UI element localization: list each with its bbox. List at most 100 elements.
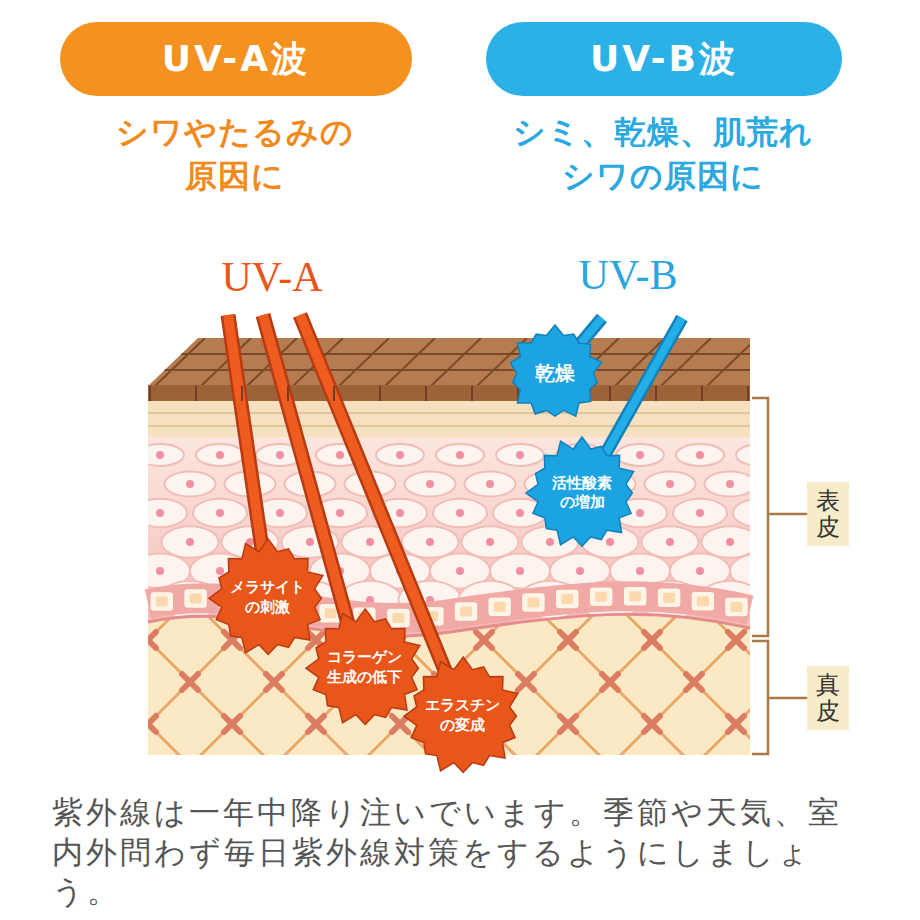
skin-cell [165,471,216,496]
skin-cell [676,444,724,466]
burst-outline [209,539,323,654]
skin-cell [433,499,487,527]
skin-cell [705,471,751,496]
header-text: UV-A波 [162,35,310,84]
skin-cell [462,526,519,558]
cell-nucleus [396,509,404,517]
skin-cell [148,444,184,466]
effect-text: エラスチンの変成 [422,696,503,735]
cell-nucleus [636,451,644,459]
crack-line [701,386,703,401]
effect-burst: 乾燥 [507,325,603,421]
cell-nucleus [696,567,704,575]
skin-cell [162,526,219,558]
skin-cell [465,471,516,496]
basal-cell [657,588,681,608]
skin-cell [616,444,664,466]
cell-nucleus [216,567,224,575]
crack-line [609,386,611,401]
cell-nucleus [366,538,374,546]
crack-line [425,386,427,401]
cell-nucleus [696,451,704,459]
skin-cell [402,526,459,558]
basal-cell-core [730,602,742,612]
effect-text: コラーゲン生成の低下 [324,648,405,687]
effect-burst: メラサイトの刺激 [209,539,327,657]
skin-cell [496,444,544,466]
cell-nucleus [156,509,164,517]
ray-label: UV-A [182,252,362,302]
cause-text: シミ、乾燥、肌荒れ シワの原因に [507,110,819,198]
cell-nucleus [546,538,554,546]
crack-line [333,386,335,401]
cell-nucleus [276,451,284,459]
basal-cell [454,602,478,622]
basal-cell [184,588,208,608]
header-pill: UV-A波 [60,22,412,96]
burst-outline [526,437,634,546]
layer-name: 真皮 [816,672,840,725]
crack-line [379,386,381,401]
header-pill: UV-B波 [486,22,842,96]
cell-nucleus [276,509,284,517]
burst-outline [511,325,602,416]
basal-cell [724,597,748,617]
crack-line [287,386,289,401]
cell-nucleus [726,480,734,488]
header-text: UV-B波 [590,35,738,84]
basal-cell [521,593,545,613]
cell-nucleus [666,538,674,546]
effect-burst: コラーゲン生成の低下 [306,609,424,727]
cell-nucleus [336,451,344,459]
basal-cell-core [629,591,641,601]
skin-cell [405,471,456,496]
cell-nucleus [186,538,194,546]
cell-nucleus [156,567,164,575]
skin-cell [436,444,484,466]
cell-nucleus [306,538,314,546]
skin-cell [376,444,424,466]
cell-nucleus [516,567,524,575]
layer-tag: 真皮 [807,666,849,731]
skin-cell [196,444,244,466]
crack-line [149,386,151,401]
cell-nucleus [336,509,344,517]
basal-cell-core [392,613,404,623]
skin-cell [148,499,187,527]
skin-cell [642,526,699,558]
basal-cell-core [561,594,573,604]
cell-nucleus [606,538,614,546]
layer-tag: 表皮 [807,482,849,547]
caption-text: 紫外線は一年中降り注いでいます。季節や天気、室内外問わず毎日紫外線対策をするよう… [52,793,852,912]
basal-cell-core [156,596,168,606]
basal-cell [555,589,579,609]
cell-nucleus [396,451,404,459]
basal-cell [488,597,512,617]
basal-cell-core [697,596,709,606]
effect-text: 活性酸素の増加 [549,474,615,513]
cell-nucleus [666,480,674,488]
basal-cell [150,591,174,611]
skin-cell [673,499,727,527]
basal-cell [623,586,647,606]
basal-cell-core [595,592,607,602]
layer-brackets [752,398,808,754]
cell-nucleus [456,451,464,459]
crack-line [195,386,197,401]
crack-line [155,338,205,386]
burst-outline [306,609,420,724]
basal-cell-core [190,593,202,603]
skin-cell [193,499,247,527]
cell-nucleus [456,567,464,575]
basal-cell-core [325,608,337,618]
cell-nucleus [696,509,704,517]
cell-nucleus [216,509,224,517]
skin-cell [733,499,750,527]
effect-burst: エラスチンの変成 [404,657,522,775]
cell-nucleus [516,509,524,517]
cell-nucleus [486,480,494,488]
cause-text: シワやたるみの原因に [109,110,361,198]
cell-nucleus [186,480,194,488]
basal-cell-core [527,598,539,608]
skin-cell [645,471,696,496]
